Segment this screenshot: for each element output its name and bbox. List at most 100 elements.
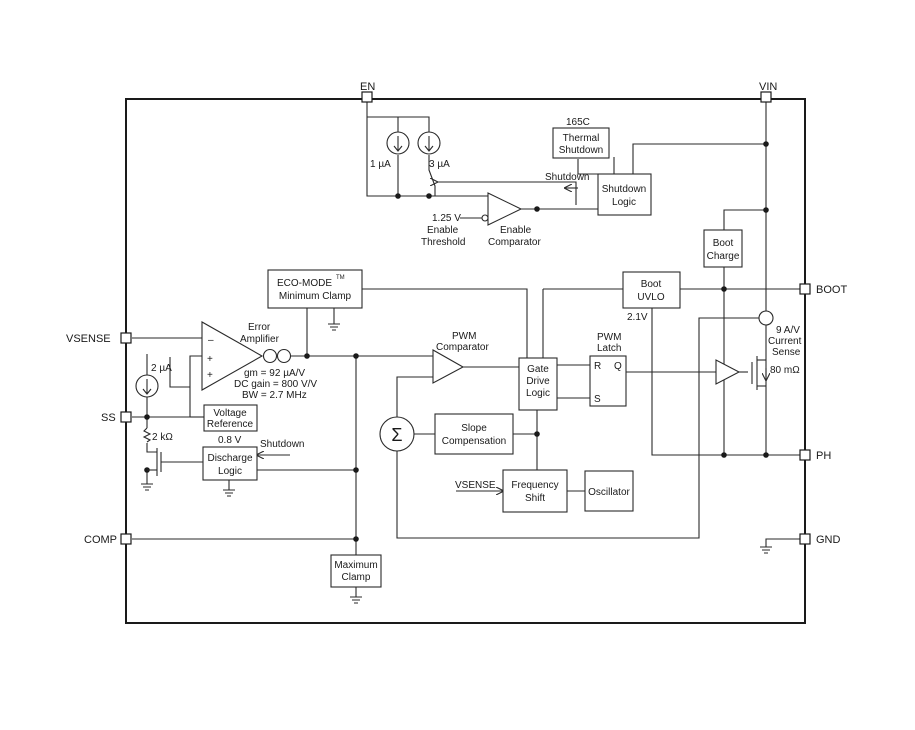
ground-icon bbox=[760, 546, 772, 554]
boot-charge-text-1: Boot bbox=[713, 238, 734, 249]
label-1ua: 1 µA bbox=[370, 159, 391, 170]
wires bbox=[132, 92, 805, 597]
label-error-amp-1: Error bbox=[248, 322, 271, 333]
pin-en: EN bbox=[360, 81, 375, 103]
shutdown-logic-text-2: Logic bbox=[612, 197, 636, 208]
label-enable-threshold-1: Enable bbox=[427, 225, 459, 236]
shutdown-logic-text-1: Shutdown bbox=[602, 184, 646, 195]
freq-text-1: Frequency bbox=[511, 480, 558, 491]
label-pwm-latch-2: Latch bbox=[597, 343, 621, 354]
boot-charge-block: Boot Charge bbox=[703, 229, 743, 268]
ground-icon bbox=[141, 483, 153, 491]
pin-ss: SS bbox=[101, 411, 132, 424]
discharge-fet bbox=[146, 443, 162, 476]
label-enable-threshold-2: Threshold bbox=[421, 237, 465, 248]
pin-en-label: EN bbox=[360, 81, 375, 93]
latch-s: S bbox=[594, 394, 601, 405]
label-cur-sense-3: Sense bbox=[772, 347, 801, 358]
boot-charge-text-2: Charge bbox=[707, 251, 740, 262]
label-rdson: 80 mΩ bbox=[770, 365, 800, 376]
current-source-1ua: 1 µA bbox=[370, 131, 410, 170]
latch-q: Q bbox=[614, 361, 622, 372]
label-shutdown-2: Shutdown bbox=[260, 439, 304, 450]
eco-mode-tm: TM bbox=[336, 275, 345, 281]
oscillator-text: Oscillator bbox=[588, 487, 630, 498]
pin-vsense: VSENSE bbox=[66, 332, 132, 345]
label-enable-comparator-2: Comparator bbox=[488, 237, 541, 248]
pin-boot-label: BOOT bbox=[816, 284, 847, 296]
junction-dots bbox=[144, 141, 769, 542]
oscillator-block: Oscillator bbox=[584, 470, 634, 512]
thermal-text-1: Thermal bbox=[563, 133, 600, 144]
voltage-ref-text-1: Voltage bbox=[213, 408, 247, 419]
eco-mode-text-2: Minimum Clamp bbox=[279, 291, 352, 302]
slope-compensation-block: Slope Compensation bbox=[434, 413, 514, 455]
pin-gnd: GND bbox=[799, 533, 841, 546]
slope-text-1: Slope bbox=[461, 423, 487, 434]
label-pwm-latch-1: PWM bbox=[597, 332, 621, 343]
current-source-2ua: 2 µA bbox=[135, 363, 172, 398]
amp-plus-1: + bbox=[207, 354, 213, 365]
boot-uvlo-block: Boot UVLO 2.1V bbox=[622, 271, 681, 323]
eco-mode-block: ECO-MODE TM Minimum Clamp bbox=[267, 269, 363, 309]
label-2ua: 2 µA bbox=[151, 363, 172, 374]
summer-symbol: Σ bbox=[391, 425, 402, 445]
pwm-latch-block: PWM Latch R Q S bbox=[589, 332, 627, 407]
ground-icon bbox=[350, 596, 362, 604]
pwm-comparator: PWM Comparator bbox=[432, 331, 489, 384]
pin-ph: PH bbox=[799, 449, 831, 462]
boot-uvlo-text-1: Boot bbox=[641, 279, 662, 290]
gate-text-2: Drive bbox=[526, 376, 550, 387]
enable-comparator: 1.25 V Enable Threshold Enable Comparato… bbox=[421, 192, 541, 248]
pin-comp: COMP bbox=[84, 533, 132, 546]
discharge-text-1: Discharge bbox=[207, 453, 252, 464]
label-gm: gm = 92 µA/V bbox=[244, 368, 305, 379]
label-enable-voltage: 1.25 V bbox=[432, 213, 461, 224]
voltage-ref-text-2: Reference bbox=[207, 419, 254, 430]
gate-drive-block: Gate Drive Logic bbox=[518, 357, 558, 411]
eco-mode-text-1: ECO-MODE bbox=[277, 278, 332, 289]
pin-gnd-label: GND bbox=[816, 534, 841, 546]
gate-text-1: Gate bbox=[527, 364, 549, 375]
max-clamp-text-1: Maximum bbox=[334, 560, 377, 571]
chip-outline bbox=[125, 98, 806, 624]
label-enable-comparator-1: Enable bbox=[500, 225, 532, 236]
current-source-3ua: 3 µA bbox=[417, 131, 450, 170]
label-pwm-comp-2: Comparator bbox=[436, 342, 489, 353]
thermal-shutdown-block: 165C Thermal Shutdown bbox=[552, 117, 610, 159]
discharge-logic-block: 0.8 V Discharge Logic Shutdown bbox=[202, 435, 304, 481]
slope-text-2: Compensation bbox=[442, 436, 506, 447]
ground-icon bbox=[223, 489, 235, 497]
label-error-amp-2: Amplifier bbox=[240, 334, 280, 345]
label-cur-sense-2: Current bbox=[768, 336, 802, 347]
pin-ph-label: PH bbox=[816, 450, 831, 462]
label-0-8v: 0.8 V bbox=[218, 435, 242, 446]
frequency-shift-block: VSENSE Frequency Shift bbox=[455, 469, 568, 513]
pin-boot: BOOT bbox=[799, 283, 847, 296]
pin-ss-label: SS bbox=[101, 412, 116, 424]
pin-vin-label: VIN bbox=[759, 81, 777, 93]
boot-uvlo-text-2: UVLO bbox=[637, 292, 664, 303]
amp-plus-2: + bbox=[207, 370, 213, 381]
current-sense: 9 A/V Current Sense 80 mΩ bbox=[758, 310, 802, 376]
maximum-clamp-block: Maximum Clamp bbox=[330, 554, 382, 588]
freq-text-2: Shift bbox=[525, 493, 545, 504]
label-2k: 2 kΩ bbox=[152, 432, 173, 443]
error-amplifier: – + + Error Amplifier gm = 92 µA/V DC ga… bbox=[201, 321, 317, 401]
gate-driver-buffer bbox=[715, 359, 741, 385]
label-vsense-in: VSENSE bbox=[455, 480, 496, 491]
label-3ua: 3 µA bbox=[429, 159, 450, 170]
label-thermal-temp: 165C bbox=[566, 117, 590, 128]
label-2-1v: 2.1V bbox=[627, 312, 648, 323]
pin-vsense-label: VSENSE bbox=[66, 333, 111, 345]
summer-node: Σ bbox=[379, 416, 415, 452]
shutdown-logic-block: Shutdown Logic bbox=[597, 173, 652, 216]
discharge-text-2: Logic bbox=[218, 466, 242, 477]
pin-comp-label: COMP bbox=[84, 534, 117, 546]
thermal-text-2: Shutdown bbox=[559, 145, 603, 156]
ground-icon bbox=[328, 323, 340, 331]
pin-vin: VIN bbox=[759, 81, 777, 103]
label-pwm-comp-1: PWM bbox=[452, 331, 476, 342]
ss-resistor: 2 kΩ bbox=[142, 427, 173, 443]
